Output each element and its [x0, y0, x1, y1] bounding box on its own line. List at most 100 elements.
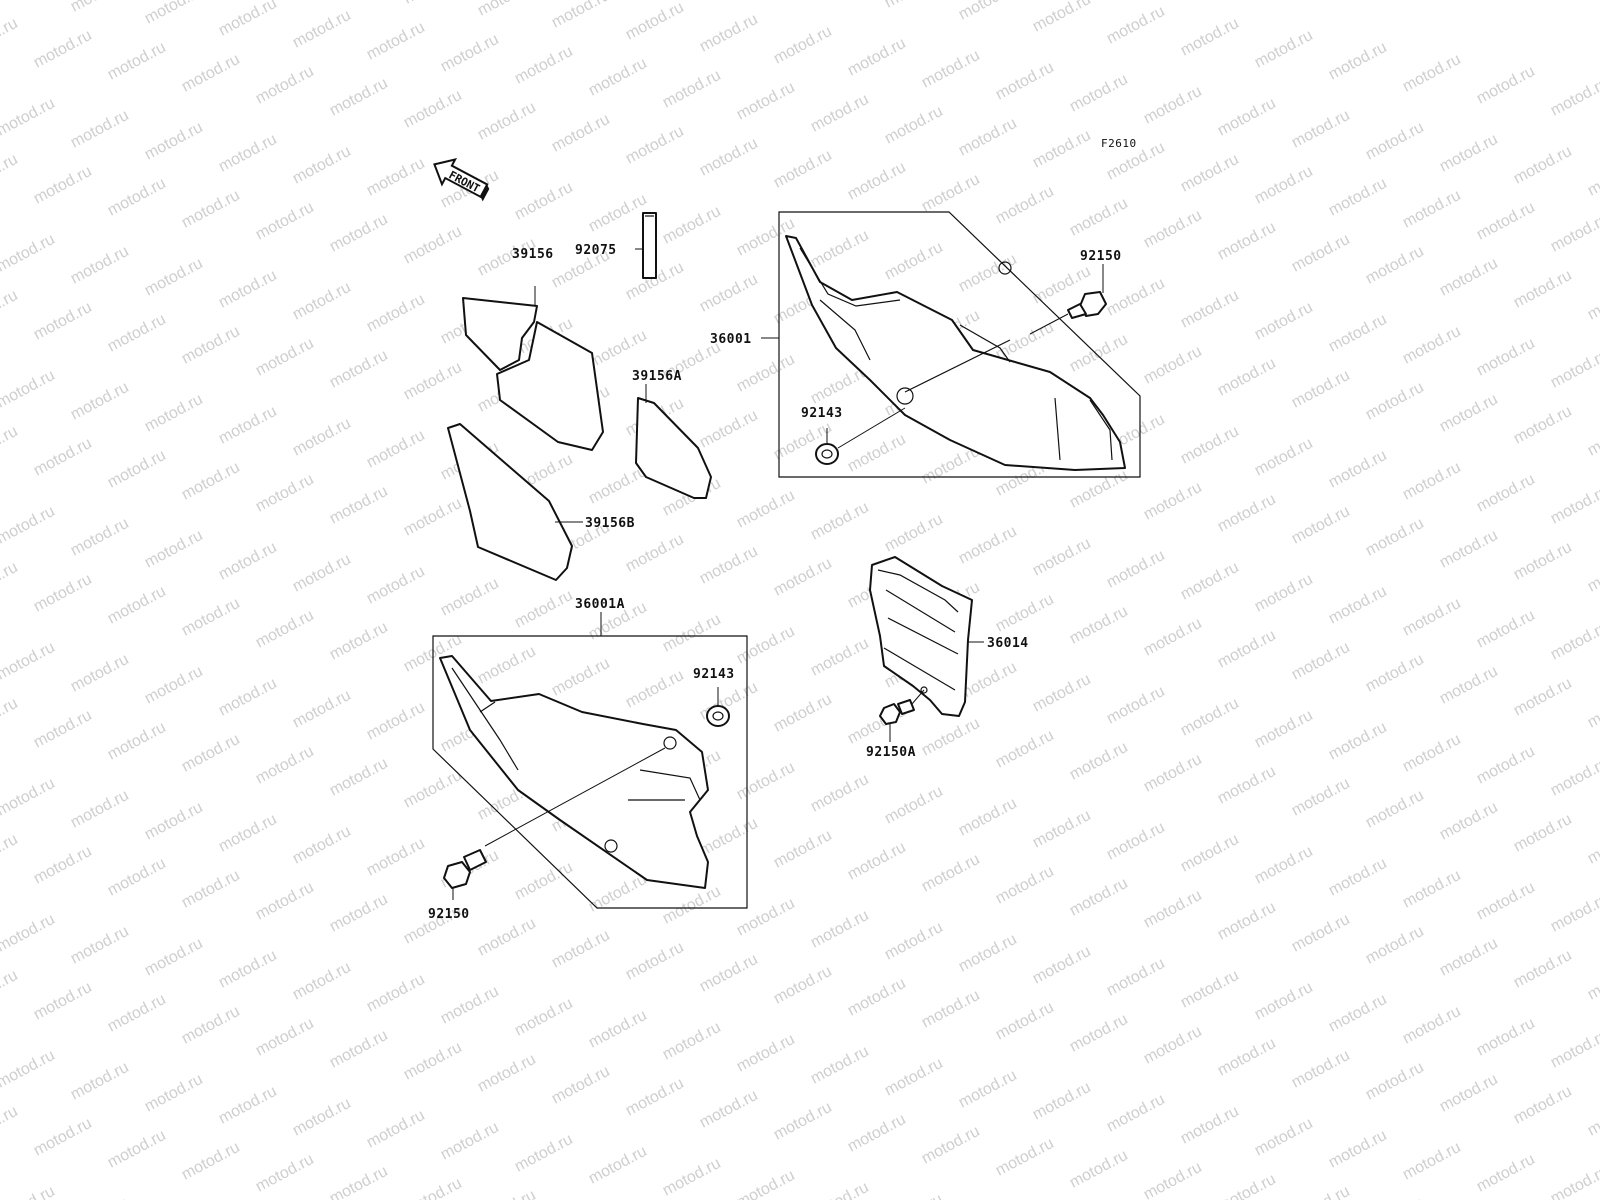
watermark-text: motod.ru [0, 287, 21, 332]
watermark-text: motod.ru [105, 1127, 169, 1172]
part-92143-grommet-top [815, 407, 906, 465]
watermark-text: motod.ru [216, 539, 280, 584]
watermark-text: motod.ru [993, 183, 1057, 228]
watermark-text: motod.ru [697, 135, 761, 180]
watermark-text: motod.ru [327, 483, 391, 528]
watermark-text: motod.ru [31, 27, 95, 72]
watermark-text: motod.ru [1363, 923, 1427, 968]
watermark-text: motod.ru [623, 939, 687, 984]
watermark-text: motod.ru [734, 487, 798, 532]
watermark-text: motod.ru [697, 407, 761, 452]
watermark-text: motod.ru [882, 1191, 946, 1200]
label-39156A: 39156A [632, 369, 682, 384]
watermark-text: motod.ru [68, 243, 132, 288]
watermark-text: motod.ru [401, 495, 465, 540]
watermark-text: motod.ru [105, 719, 169, 764]
watermark-text: motod.ru [1289, 367, 1353, 412]
watermark-text: motod.ru [1067, 875, 1131, 920]
watermark-text: motod.ru [1030, 671, 1094, 716]
watermark-text: motod.ru [660, 1019, 724, 1064]
label-36001A: 36001A [575, 597, 625, 612]
watermark-text: motod.ru [623, 0, 687, 44]
watermark-text: motod.ru [1326, 719, 1390, 764]
watermark-text: motod.ru [1548, 211, 1600, 256]
watermark-text: motod.ru [1215, 1171, 1279, 1200]
watermark-text: motod.ru [364, 835, 428, 880]
watermark-text: motod.ru [438, 31, 502, 76]
watermark-text: motod.ru [179, 323, 243, 368]
watermark-text: motod.ru [179, 1003, 243, 1048]
watermark-text: motod.ru [919, 987, 983, 1032]
watermark-text: motod.ru [512, 43, 576, 88]
watermark-text: motod.ru [401, 359, 465, 404]
watermark-text: motod.ru [1178, 831, 1242, 876]
watermark-text: motod.ru [1215, 355, 1279, 400]
watermark-text: motod.ru [1437, 131, 1501, 176]
watermark-text: motod.ru [475, 915, 539, 960]
watermark-text: motod.ru [1252, 571, 1316, 616]
watermark-text: motod.ru [1141, 751, 1205, 796]
watermark-text: motod.ru [1215, 1035, 1279, 1080]
watermark-text: motod.ru [808, 907, 872, 952]
watermark-text: motod.ru [31, 163, 95, 208]
figure-code: F2610 [1101, 137, 1137, 150]
watermark-text: motod.ru [401, 1175, 465, 1200]
watermark-text: motod.ru [364, 19, 428, 64]
watermark-text: motod.ru [512, 1131, 576, 1176]
watermark-text: motod.ru [1400, 1139, 1464, 1184]
watermark-text: motod.ru [586, 327, 650, 372]
watermark-text: motod.ru [771, 827, 835, 872]
watermark-text: motod.ru [1104, 955, 1168, 1000]
watermark-text: motod.ru [1067, 195, 1131, 240]
watermark-text: motod.ru [142, 0, 206, 28]
watermark-text: motod.ru [105, 175, 169, 220]
part-92143-grommet-bottom [706, 705, 730, 727]
watermark-text: motod.ru [1067, 331, 1131, 376]
watermark-text: motod.ru [253, 879, 317, 924]
watermark-text: motod.ru [364, 155, 428, 200]
watermark-text: motod.ru [216, 675, 280, 720]
watermark-text: motod.ru [105, 39, 169, 84]
watermark-text: motod.ru [808, 635, 872, 680]
watermark-text: motod.ru [1326, 991, 1390, 1036]
watermark-text: motod.ru [0, 503, 58, 548]
watermark-text: motod.ru [845, 839, 909, 884]
watermark-text: motod.ru [290, 143, 354, 188]
watermark-text: motod.ru [808, 771, 872, 816]
watermark-text: motod.ru [1178, 15, 1242, 60]
watermark-text: motod.ru [1289, 1047, 1353, 1092]
label-36014: 36014 [987, 636, 1029, 651]
watermark-text: motod.ru [216, 1083, 280, 1128]
watermark-text: motod.ru [1141, 83, 1205, 128]
watermark-text: motod.ru [1104, 819, 1168, 864]
watermark-text: motod.ru [1104, 275, 1168, 320]
watermark-text: motod.ru [1400, 51, 1464, 96]
watermark-text: motod.ru [105, 583, 169, 628]
watermark-text: motod.ru [31, 435, 95, 480]
watermark-text: motod.ru [1363, 651, 1427, 696]
watermark-text: motod.ru [734, 1031, 798, 1076]
watermark-text: motod.ru [956, 1067, 1020, 1112]
watermark-text: motod.ru [549, 927, 613, 972]
watermark-text: motod.ru [1548, 755, 1600, 800]
watermark-text: motod.ru [1474, 199, 1538, 244]
watermark-text: motod.ru [0, 15, 21, 60]
watermark-text: motod.ru [1030, 535, 1094, 580]
watermark-text: motod.ru [253, 199, 317, 244]
watermark-text: motod.ru [1474, 63, 1538, 108]
watermark-text: motod.ru [253, 335, 317, 380]
watermark-text: motod.ru [1585, 551, 1600, 596]
watermark-text: motod.ru [919, 171, 983, 216]
watermark-text: motod.ru [290, 1095, 354, 1140]
watermark-text: motod.ru [142, 663, 206, 708]
watermark-text: motod.ru [808, 1043, 872, 1088]
watermark-text: motod.ru [993, 727, 1057, 772]
watermark-text: motod.ru [1141, 615, 1205, 660]
watermark-text: motod.ru [1289, 107, 1353, 152]
watermark-text: motod.ru [290, 823, 354, 868]
part-36001A-side-cover [439, 655, 709, 889]
watermark-text: motod.ru [327, 75, 391, 120]
watermark-text: motod.ru [845, 35, 909, 80]
watermark-text: motod.ru [1326, 1127, 1390, 1172]
watermark-text: motod.ru [31, 299, 95, 344]
